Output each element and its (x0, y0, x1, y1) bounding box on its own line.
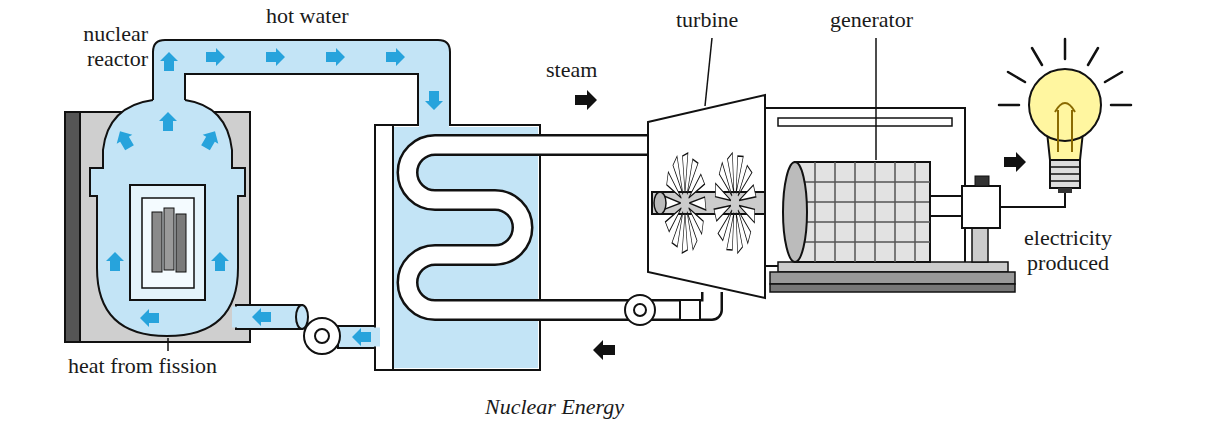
bulb (1050, 160, 1080, 188)
reactor-vessel (164, 208, 174, 270)
bulb (1049, 126, 1081, 136)
heat-exchanger (392, 125, 394, 370)
reactor-vessel (130, 185, 205, 300)
bulb (1055, 103, 1075, 152)
reactor-vessel (152, 212, 162, 272)
steam-coil (625, 295, 655, 325)
turbine (672, 156, 685, 197)
flow-arrows (425, 91, 443, 110)
generator (962, 186, 1000, 228)
turbine (727, 153, 737, 195)
reactor-vessel (142, 198, 194, 288)
primary-return-pipe (304, 318, 340, 354)
flow-arrows (326, 48, 345, 66)
generator (778, 118, 952, 126)
turbine (714, 199, 732, 222)
generator (972, 228, 988, 262)
flow-arrows (593, 340, 615, 360)
primary-return-pipe (236, 305, 302, 329)
flow-arrows (206, 48, 225, 66)
part-label: electricity produced (1008, 226, 1128, 275)
generator (770, 284, 1015, 292)
turbine (738, 184, 756, 207)
flow-arrows (198, 127, 223, 152)
flow-arrows (252, 308, 271, 326)
part-label: steam (546, 58, 597, 83)
steam-coil (680, 300, 700, 320)
reactor-vessel (90, 100, 245, 336)
leader-line (705, 38, 712, 106)
flow-arrows (211, 252, 229, 271)
turbine (664, 153, 706, 253)
generator (783, 162, 807, 262)
generator (795, 162, 930, 262)
generator (765, 108, 1015, 292)
generator (930, 196, 964, 216)
generator (975, 176, 989, 186)
leader-line (168, 38, 876, 351)
flow-arrows (106, 48, 1026, 360)
part-label: generator (830, 8, 913, 33)
bulb (1058, 188, 1072, 193)
turbine (733, 211, 743, 253)
bulb (1000, 193, 1065, 207)
part-label: heat from fission (68, 354, 217, 379)
flow-arrows (140, 309, 159, 327)
generator (770, 272, 1015, 284)
primary-return-pipe (296, 305, 308, 329)
bulb (1050, 167, 1080, 181)
heat-exchanger (419, 122, 449, 130)
flow-arrows (575, 90, 597, 110)
primary-return-pipe (315, 329, 329, 343)
turbine (714, 153, 756, 253)
part-label: turbine (676, 8, 738, 33)
generator (778, 262, 1008, 272)
turbine (682, 153, 687, 193)
generator (795, 162, 930, 262)
steam-coil (634, 304, 646, 316)
primary-return-pipe (232, 307, 240, 328)
part-label: nuclear reactor (38, 22, 148, 71)
reactor-vessel (90, 94, 245, 336)
heat-exchanger (344, 328, 380, 347)
flow-arrows (106, 252, 124, 271)
flow-arrows (266, 48, 285, 66)
flow-arrows (352, 328, 371, 346)
flow-arrows (1004, 152, 1026, 172)
bulb (1029, 69, 1101, 141)
turbine (682, 213, 687, 253)
reactor-housing (65, 112, 80, 342)
flow-arrows (160, 52, 178, 71)
turbine (654, 192, 666, 214)
figure-caption: Nuclear Energy (485, 394, 624, 420)
part-label: hot water (266, 4, 348, 29)
leader-line (167, 338, 169, 351)
bulb (999, 39, 1131, 207)
leader-line (875, 38, 877, 160)
flow-arrows (159, 112, 177, 131)
reactor-vessel (176, 214, 186, 272)
flow-arrows (112, 127, 137, 152)
reactor-vessel (155, 94, 185, 106)
turbine (689, 197, 706, 210)
flow-arrows (386, 48, 405, 66)
generator (765, 108, 965, 266)
